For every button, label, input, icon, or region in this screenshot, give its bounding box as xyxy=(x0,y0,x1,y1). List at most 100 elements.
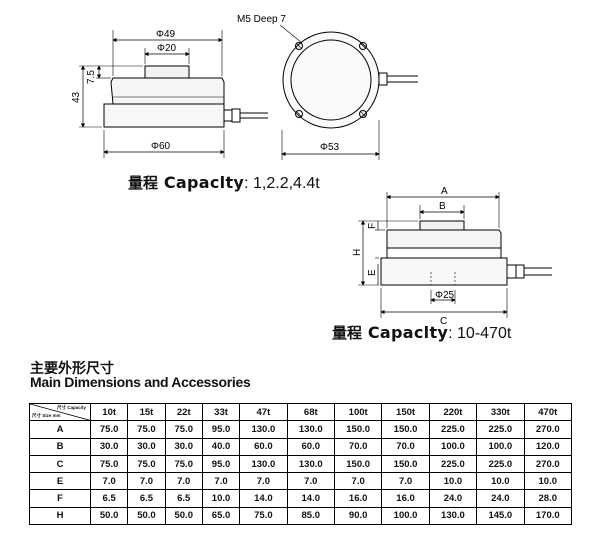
table-corner-cell: 尺寸 Capacity 尺寸 Size mm xyxy=(29,402,91,422)
table-cell: 7.0 xyxy=(239,472,288,491)
table-cell: 75.0 xyxy=(164,454,203,474)
table-cell: 40.0 xyxy=(201,437,241,456)
row-label: A xyxy=(29,420,91,439)
corner-capacity-label: 尺寸 Capacity xyxy=(56,405,86,410)
thread-note: M5 Deep 7 xyxy=(237,14,286,25)
table-cell: 50.0 xyxy=(127,506,166,526)
dim-f: F xyxy=(367,223,378,229)
capacity-caption-small: 量程 Capaclty: 1,2.2,4.4t xyxy=(128,172,320,193)
top-view-small-cell xyxy=(279,24,418,160)
section-title-zh: 主要外形尺寸 xyxy=(30,361,114,377)
table-cell: 60.0 xyxy=(239,437,288,456)
dim-phi20: Φ20 xyxy=(157,43,177,54)
side-view-small-cell xyxy=(79,30,268,158)
capacity-caption-large: 量程 Capaclty: 10-470t xyxy=(332,322,511,343)
table-cell: 225.0 xyxy=(428,420,478,439)
row-label: E xyxy=(29,472,91,491)
table-cell: 75.0 xyxy=(239,506,288,526)
table-cell: 90.0 xyxy=(333,506,383,526)
dim-b: B xyxy=(439,201,446,212)
row-label: B xyxy=(29,437,91,456)
table-cell: 225.0 xyxy=(428,454,478,474)
table-cell: 30.0 xyxy=(164,437,203,456)
table-cell: 150.0 xyxy=(381,454,430,474)
table-cell: 95.0 xyxy=(201,454,241,474)
dim-e: E xyxy=(367,269,378,276)
table-cell: 150.0 xyxy=(333,454,383,474)
table-cell: 10.0 xyxy=(523,472,573,491)
table-cell: 30.0 xyxy=(127,437,166,456)
table-cell: 270.0 xyxy=(523,420,573,439)
table-cell: 7.0 xyxy=(286,472,335,491)
table-cell: 145.0 xyxy=(476,506,525,526)
dim-7-5: 7.5 xyxy=(86,70,97,84)
table-cell: 100.0 xyxy=(381,506,430,526)
dim-phi25: Φ25 xyxy=(435,290,455,301)
table-cell: 150.0 xyxy=(333,420,383,439)
table-cell: 75.0 xyxy=(89,454,129,474)
table-cell: 10.0 xyxy=(201,489,241,508)
capacity-header: 47t xyxy=(239,402,288,422)
table-cell: 60.0 xyxy=(286,437,335,456)
table-cell: 85.0 xyxy=(286,506,335,526)
dim-phi49: Φ49 xyxy=(156,29,176,40)
table-cell: 75.0 xyxy=(127,454,166,474)
table-cell: 6.5 xyxy=(89,489,129,508)
capacity-header: 100t xyxy=(333,402,383,422)
table-cell: 130.0 xyxy=(239,454,288,474)
table-cell: 75.0 xyxy=(89,420,129,439)
table-cell: 130.0 xyxy=(286,454,335,474)
table-cell: 7.0 xyxy=(164,472,203,491)
dim-43: 43 xyxy=(71,91,82,103)
table-cell: 10.0 xyxy=(428,472,478,491)
table-cell: 75.0 xyxy=(127,420,166,439)
table-cell: 6.5 xyxy=(127,489,166,508)
table-cell: 50.0 xyxy=(164,506,203,526)
table-cell: 7.0 xyxy=(333,472,383,491)
table-cell: 16.0 xyxy=(333,489,383,508)
table-cell: 130.0 xyxy=(239,420,288,439)
capacity-header: 15t xyxy=(127,402,166,422)
table-cell: 14.0 xyxy=(286,489,335,508)
dim-phi60: Φ60 xyxy=(151,141,171,152)
table-cell: 130.0 xyxy=(286,420,335,439)
capacity-header: 10t xyxy=(89,402,129,422)
table-cell: 170.0 xyxy=(523,506,573,526)
table-cell: 7.0 xyxy=(381,472,430,491)
capacity-label-zh: 量程 xyxy=(332,324,363,342)
table-cell: 14.0 xyxy=(239,489,288,508)
table-cell: 70.0 xyxy=(333,437,383,456)
capacity-value: : 1,2.2,4.4t xyxy=(244,175,320,192)
table-cell: 95.0 xyxy=(201,420,241,439)
capacity-header: 330t xyxy=(476,402,525,422)
side-view-large-cell xyxy=(358,192,552,318)
table-cell: 75.0 xyxy=(164,420,203,439)
capacity-header: 470t xyxy=(523,402,573,422)
table-cell: 100.0 xyxy=(428,437,478,456)
section-title-en: Main Dimensions and Accessories xyxy=(30,374,251,390)
table-cell: 120.0 xyxy=(523,437,573,456)
dim-phi53: Φ53 xyxy=(320,142,340,153)
table-cell: 270.0 xyxy=(523,454,573,474)
table-cell: 130.0 xyxy=(428,506,478,526)
capacity-header: 68t xyxy=(286,402,335,422)
table-cell: 7.0 xyxy=(127,472,166,491)
table-cell: 24.0 xyxy=(476,489,525,508)
table-cell: 28.0 xyxy=(523,489,573,508)
capacity-label-en: Capaclty xyxy=(158,173,245,192)
row-label: C xyxy=(29,454,91,474)
table-cell: 16.0 xyxy=(381,489,430,508)
table-cell: 100.0 xyxy=(476,437,525,456)
corner-size-label: 尺寸 Size mm xyxy=(32,413,61,419)
table-cell: 225.0 xyxy=(476,420,525,439)
table-cell: 50.0 xyxy=(89,506,129,526)
table-cell: 70.0 xyxy=(381,437,430,456)
capacity-header: 150t xyxy=(381,402,430,422)
